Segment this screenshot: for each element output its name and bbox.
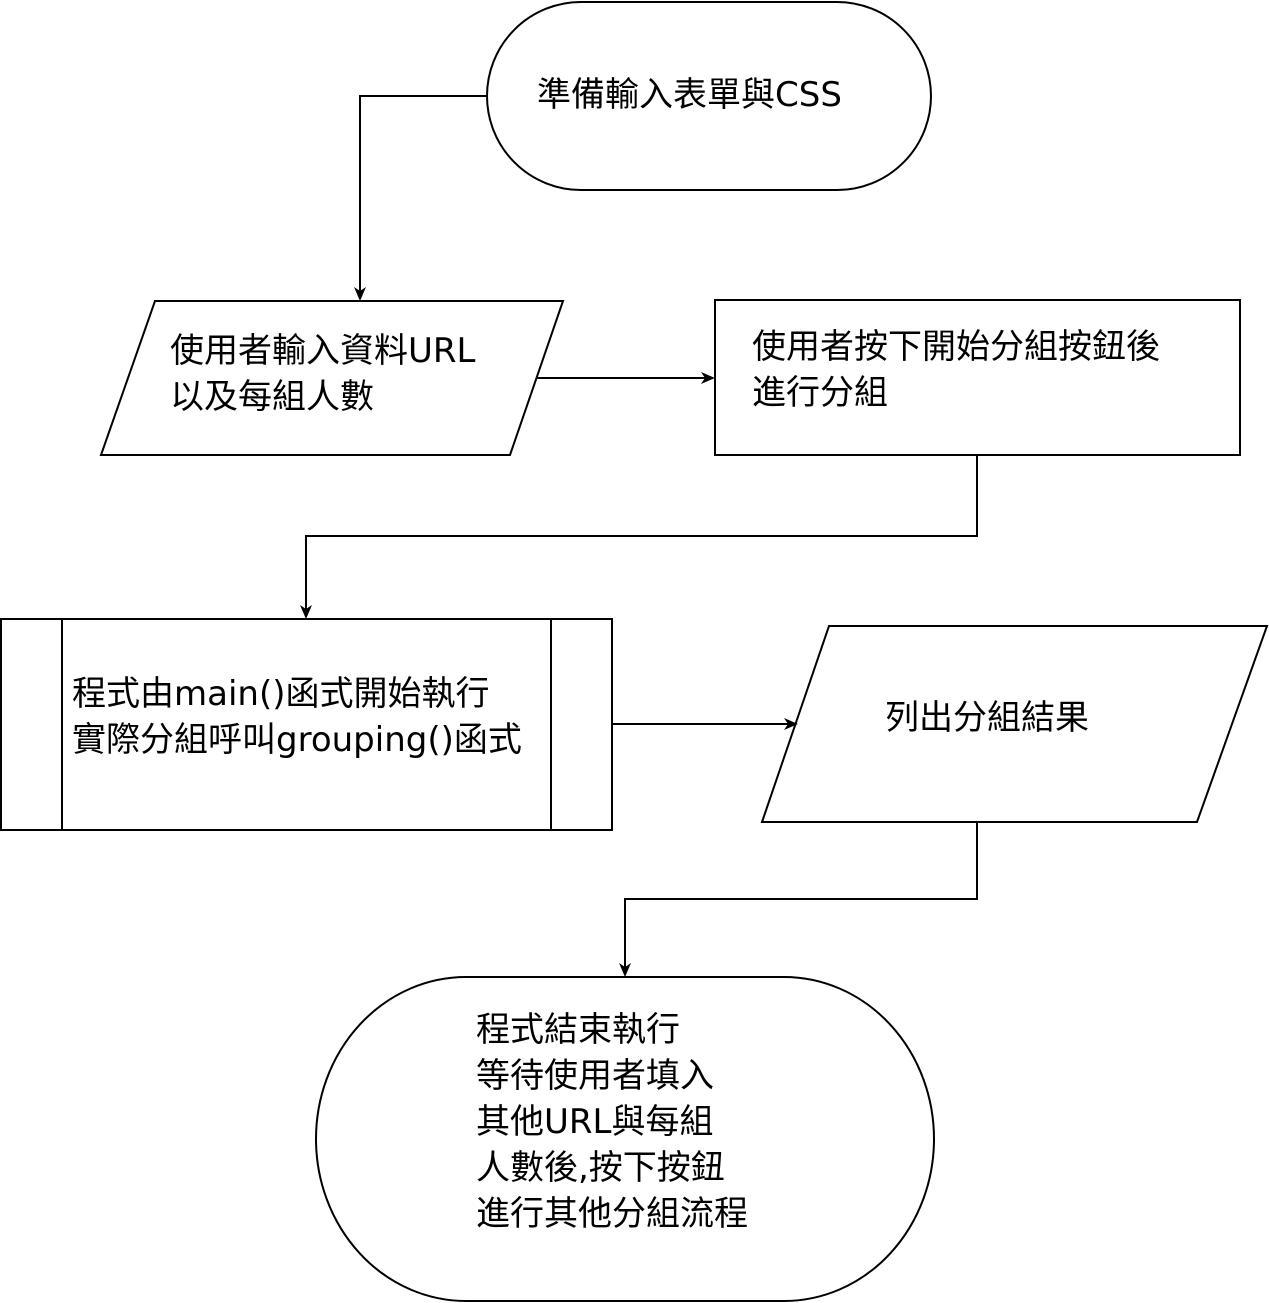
process-label-line-1: 使用者按下開始分組按鈕後 bbox=[752, 327, 1160, 367]
end-label-line-5: 進行其他分組流程 bbox=[476, 1194, 748, 1234]
subroutine-label-line-2: 實際分組呼叫grouping()函式 bbox=[72, 720, 522, 760]
end-label-line-4: 人數後,按下按鈕 bbox=[476, 1148, 725, 1188]
process-shape bbox=[714, 299, 1241, 456]
output-data-shape bbox=[760, 625, 1269, 823]
end-label-line-2: 等待使用者填入 bbox=[476, 1056, 714, 1096]
input-label-line-2: 以及每組人數 bbox=[170, 377, 374, 417]
end-label-line-1: 程式結束執行 bbox=[476, 1010, 680, 1050]
process-label: 使用者按下開始分組按鈕後 進行分組 bbox=[752, 324, 1160, 416]
subroutine-shape bbox=[0, 618, 613, 831]
edge-process-to-subroutine bbox=[300, 455, 978, 619]
edge-start-to-input bbox=[354, 95, 487, 301]
input-label-line-1: 使用者輸入資料URL bbox=[170, 331, 476, 371]
process-label-line-2: 進行分組 bbox=[752, 373, 888, 413]
end-label: 程式結束執行 等待使用者填入 其他URL與每組 人數後,按下按鈕 進行其他分組流… bbox=[476, 1007, 748, 1237]
edge-output-to-end bbox=[619, 822, 978, 977]
subroutine-label: 程式由main()函式開始執行 實際分組呼叫grouping()函式 bbox=[72, 671, 522, 763]
end-terminator-shape bbox=[315, 976, 935, 1302]
subroutine-label-line-1: 程式由main()函式開始執行 bbox=[72, 674, 490, 714]
input-label: 使用者輸入資料URL 以及每組人數 bbox=[170, 328, 475, 420]
output-label: 列出分組結果 bbox=[885, 698, 1089, 738]
input-data-shape bbox=[99, 300, 565, 456]
end-label-line-3: 其他URL與每組 bbox=[476, 1102, 714, 1142]
start-label: 準備輸入表單與CSS bbox=[537, 75, 842, 115]
